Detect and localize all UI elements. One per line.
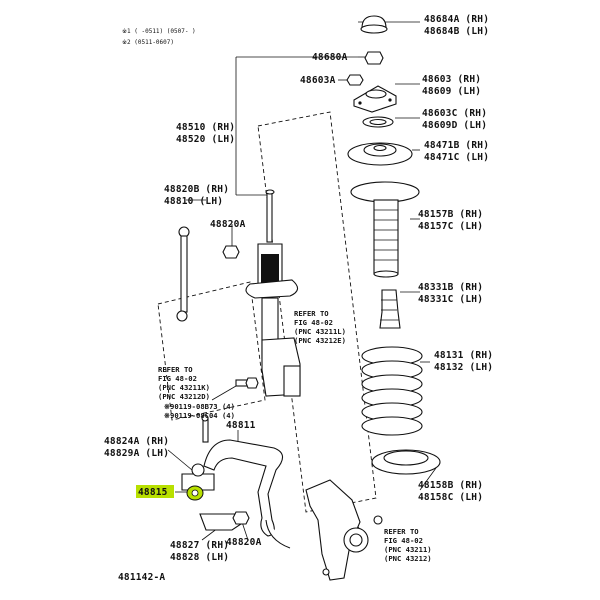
svg-text:(PNC 43211): (PNC 43211) bbox=[384, 545, 432, 554]
label-48603: 48603 (RH) bbox=[422, 74, 481, 85]
label-48680a: 48680A bbox=[312, 52, 348, 63]
stabilizer-link-boundary bbox=[157, 281, 266, 421]
bracket-48824a bbox=[181, 463, 215, 491]
svg-text:(PNC 43211L): (PNC 43211L) bbox=[294, 327, 346, 336]
bearing-cap bbox=[360, 15, 388, 34]
label-48157c: 48157C (LH) bbox=[418, 221, 483, 232]
spring-bumper-boot bbox=[350, 181, 420, 278]
label-48820a-lower: 48820A bbox=[226, 537, 262, 548]
footnote-2: ※2 (0511-0607) bbox=[122, 39, 174, 46]
label-48158c: 48158C (LH) bbox=[418, 492, 483, 503]
label-48815-highlight bbox=[136, 485, 174, 498]
label-48132: 48132 (LH) bbox=[434, 362, 493, 373]
label-90119-08c04: ※90119-08C04 (4) bbox=[164, 411, 235, 420]
label-48827: 48827 (RH) bbox=[170, 540, 229, 551]
nut-48820a-lower bbox=[232, 511, 250, 525]
label-48829a: 48829A (LH) bbox=[104, 448, 169, 459]
svg-text:FIG 48-02: FIG 48-02 bbox=[294, 318, 333, 327]
bump-stopper bbox=[379, 289, 401, 329]
refer-to-note-1: REFER TO FIG 48-02 (PNC 43211L) (PNC 432… bbox=[294, 309, 346, 345]
label-48609: 48609 (LH) bbox=[422, 86, 481, 97]
svg-text:REFER TO: REFER TO bbox=[384, 527, 419, 536]
diagram-id: 481142-A bbox=[118, 572, 165, 583]
label-48810: 48810 (LH) bbox=[164, 196, 223, 207]
shock-absorber bbox=[245, 189, 301, 397]
label-48684b: 48684B (LH) bbox=[424, 26, 489, 37]
svg-text:FIG 48-02: FIG 48-02 bbox=[384, 536, 423, 545]
footnote-1: ※1 ( -0511) (0507- ) bbox=[122, 28, 196, 35]
label-48471c: 48471C (LH) bbox=[424, 152, 489, 163]
svg-text:FIG 48-02: FIG 48-02 bbox=[158, 374, 197, 383]
refer-to-note-2: REFER TO FIG 48-02 (PNC 43211K) (PNC 432… bbox=[158, 365, 210, 401]
upper-spring-seat bbox=[347, 142, 413, 166]
coil-spring bbox=[361, 346, 423, 436]
label-48471b: 48471B (RH) bbox=[424, 140, 489, 151]
stabilizer-link bbox=[176, 226, 190, 322]
label-48609d: 48609D (LH) bbox=[422, 120, 487, 131]
nut-48820a-upper bbox=[222, 245, 240, 259]
label-48157b: 48157B (RH) bbox=[418, 209, 483, 220]
steering-knuckle bbox=[305, 479, 383, 581]
label-48820b: 48820B (RH) bbox=[164, 184, 229, 195]
strut-assembly-boundary bbox=[257, 111, 377, 513]
label-48824a: 48824A (RH) bbox=[104, 436, 169, 447]
refer-to-note-3: REFER TO FIG 48-02 (PNC 43211) (PNC 4321… bbox=[384, 527, 432, 563]
label-48520: 48520 (LH) bbox=[176, 134, 235, 145]
svg-text:(PNC 43211K): (PNC 43211K) bbox=[158, 383, 210, 392]
label-48811: 48811 bbox=[226, 420, 256, 431]
label-90119-08b73: ※90119-08B73 (4) bbox=[164, 402, 235, 411]
label-48131: 48131 (RH) bbox=[434, 350, 493, 361]
label-48603c: 48603C (RH) bbox=[422, 108, 487, 119]
support-mount bbox=[353, 85, 397, 113]
bolt-90119 bbox=[235, 377, 259, 389]
label-48510: 48510 (RH) bbox=[176, 122, 235, 133]
label-48684a: 48684A (RH) bbox=[424, 14, 489, 25]
bolt-48811 bbox=[201, 414, 209, 443]
svg-text:(PNC 43212): (PNC 43212) bbox=[384, 554, 432, 563]
label-48820a-upper: 48820A bbox=[210, 219, 246, 230]
svg-text:(PNC 43212D): (PNC 43212D) bbox=[158, 392, 210, 401]
label-48158b: 48158B (RH) bbox=[418, 480, 483, 491]
svg-text:REFER TO: REFER TO bbox=[158, 365, 193, 374]
label-48331b: 48331B (RH) bbox=[418, 282, 483, 293]
label-48828: 48828 (LH) bbox=[170, 552, 229, 563]
label-48603a: 48603A bbox=[300, 75, 336, 86]
svg-text:REFER TO: REFER TO bbox=[294, 309, 329, 318]
label-48331c: 48331C (LH) bbox=[418, 294, 483, 305]
stabilizer-bar bbox=[203, 439, 291, 549]
label-48815: 48815 bbox=[138, 487, 168, 498]
lower-spring-insulator bbox=[371, 449, 441, 475]
nut-48680a bbox=[364, 51, 384, 65]
bearing-ring bbox=[362, 116, 394, 128]
svg-text:(PNC 43212E): (PNC 43212E) bbox=[294, 336, 346, 345]
stabilizer-bushing-48815 bbox=[186, 485, 204, 501]
nut-48603a bbox=[346, 74, 364, 86]
